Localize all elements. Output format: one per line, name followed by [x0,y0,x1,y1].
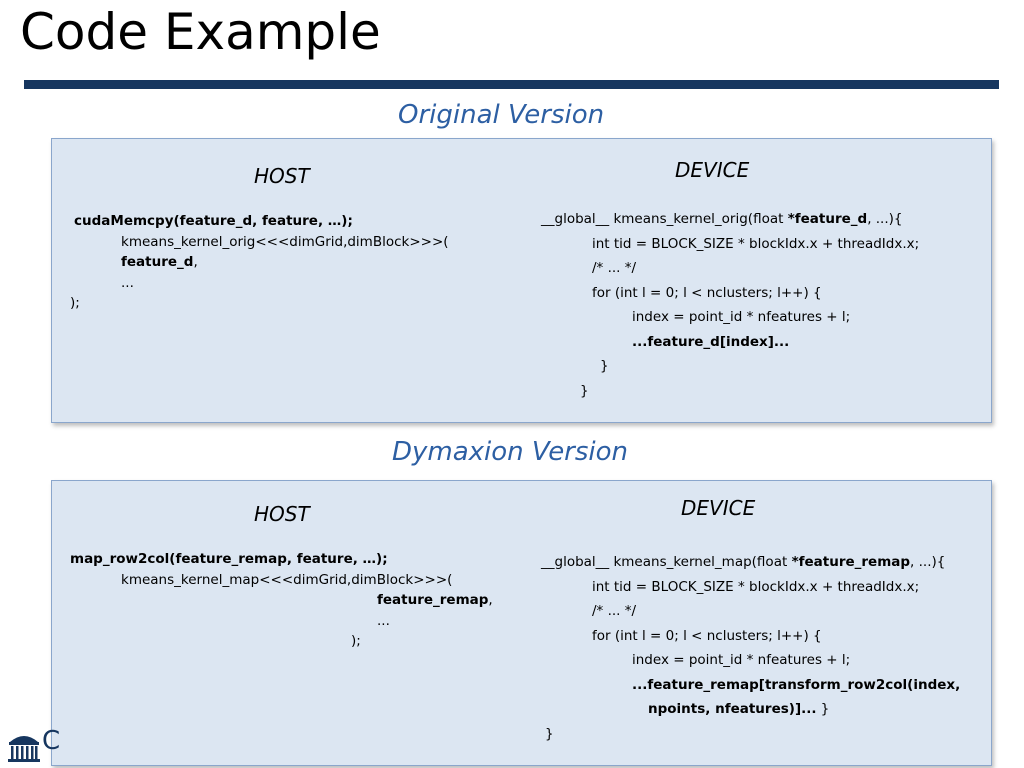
dymaxion-host-code: map_row2col(feature_remap, feature, …); … [70,549,493,652]
code-token: *feature_remap [791,554,911,570]
code-line: /* ... */ [592,603,637,619]
original-version-panel: HOST DEVICE cudaMemcpy(feature_d, featur… [51,138,992,423]
code-token: __global__ kmeans_kernel_orig(float [541,211,788,227]
code-line: ...feature_d[index]... [632,333,790,350]
dymaxion-host-heading: HOST [254,502,310,526]
code-line: index = point_id * nfeatures + l; [632,652,851,668]
logo-text-fragment: C [42,726,61,756]
code-token: , ...){ [867,211,903,227]
code-token: npoints, nfeatures)]... [648,701,817,717]
original-host-heading: HOST [254,164,310,188]
code-line: ... [121,274,134,291]
code-line: npoints, nfeatures)]... } [648,697,1024,722]
code-line: index = point_id * nfeatures + l; [632,309,851,325]
code-line: int tid = BLOCK_SIZE * blockIdx.x + thre… [592,235,920,252]
code-token: } [816,701,830,717]
code-line: ); [351,633,361,649]
code-line: kmeans_kernel_map<<<dimGrid,dimBlock>>>( [121,571,453,588]
code-token: , ...){ [910,554,946,570]
slide-title: Code Example [20,3,381,61]
code-line: ... [377,612,390,629]
code-line: kmeans_kernel_orig<<<dimGrid,dimBlock>>>… [121,233,449,250]
code-line: /* ... */ [592,260,637,276]
code-line: ...feature_remap[transform_row2col(index… [632,676,961,693]
original-device-heading: DEVICE [675,158,750,182]
code-line: } [600,358,609,374]
code-line: feature_remap, [377,590,708,611]
code-line: feature_d, [121,252,449,273]
code-line: ); [70,295,80,311]
dymaxion-version-panel: HOST DEVICE map_row2col(feature_remap, f… [51,480,992,766]
code-token: __global__ kmeans_kernel_map(float [541,554,792,570]
code-line: for (int l = 0; l < nclusters; l++) { [592,284,822,301]
code-line: __global__ kmeans_kernel_map(float *feat… [541,550,945,575]
title-divider [24,80,999,89]
university-rotunda-icon [8,736,40,762]
code-line: for (int l = 0; l < nclusters; l++) { [592,627,822,644]
code-line: int tid = BLOCK_SIZE * blockIdx.x + thre… [592,578,920,595]
code-line: cudaMemcpy(feature_d, feature, …); [74,213,353,229]
code-line: map_row2col(feature_remap, feature, …); [70,551,388,567]
dymaxion-device-code: __global__ kmeans_kernel_map(float *feat… [541,550,960,746]
original-device-code: __global__ kmeans_kernel_orig(float *fea… [541,207,919,403]
original-version-heading: Original Version [398,100,605,130]
code-line: } [580,382,589,399]
code-token: *feature_d [787,211,868,227]
code-token: , [193,254,198,270]
code-token: feature_remap [377,592,489,608]
code-token: , [488,592,493,608]
original-host-code: cudaMemcpy(feature_d, feature, …); kmean… [70,211,449,314]
dymaxion-device-heading: DEVICE [681,496,756,520]
dymaxion-version-heading: Dymaxion Version [392,437,629,467]
code-line: __global__ kmeans_kernel_orig(float *fea… [541,207,903,232]
code-token: feature_d [121,254,194,270]
code-line: } [545,725,554,742]
